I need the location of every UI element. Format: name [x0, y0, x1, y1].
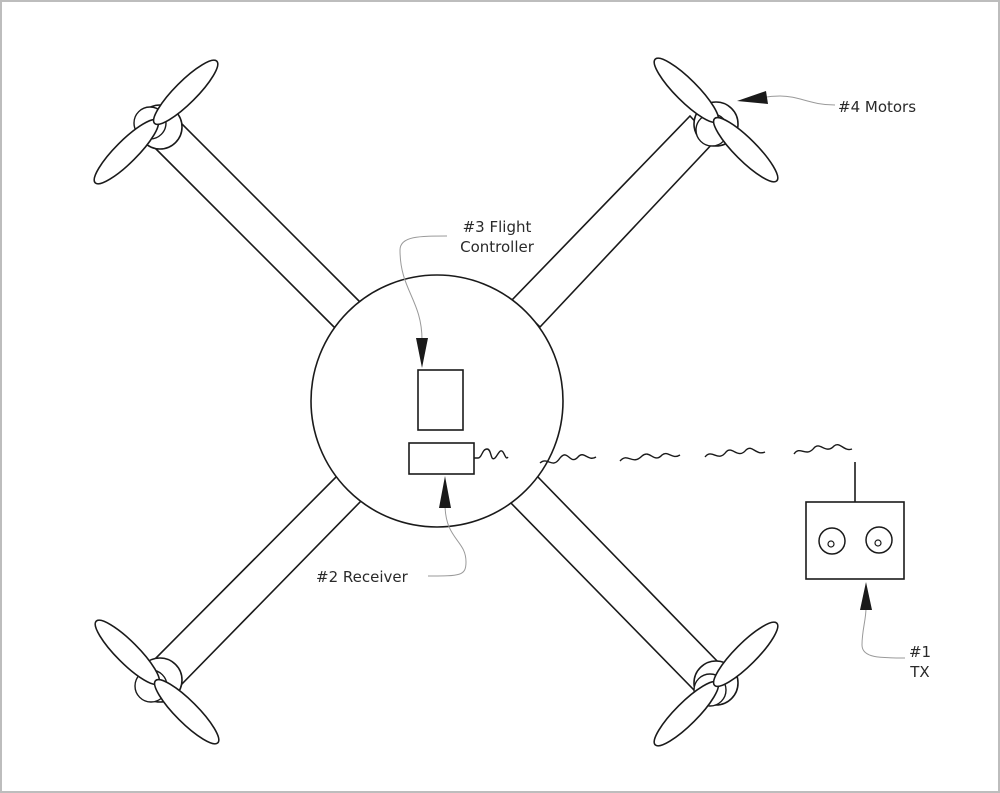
arms [148, 114, 722, 692]
motor-bottom-left [87, 612, 227, 752]
leader-receiver [427, 476, 467, 577]
flight-controller-box [417, 369, 464, 431]
leader-tx [860, 582, 906, 659]
motor-top-left [86, 52, 226, 192]
leader-motors [737, 91, 836, 106]
arm-bottom-right [506, 472, 722, 692]
leader-flight-controller [399, 235, 448, 368]
radio-signal-waves [539, 444, 853, 464]
motor-bottom-right [646, 614, 786, 754]
label-receiver: #2 Receiver [316, 568, 408, 586]
label-tx: #1 TX [908, 643, 932, 681]
label-motors: #4 Motors [838, 98, 917, 116]
transmitter [805, 462, 905, 580]
receiver-box [408, 442, 475, 475]
arm-top-left [148, 118, 365, 330]
receiver-antenna [474, 448, 509, 460]
label-flight-controller: #3 Flight Controller [460, 218, 534, 256]
motor-top-right [646, 50, 786, 190]
